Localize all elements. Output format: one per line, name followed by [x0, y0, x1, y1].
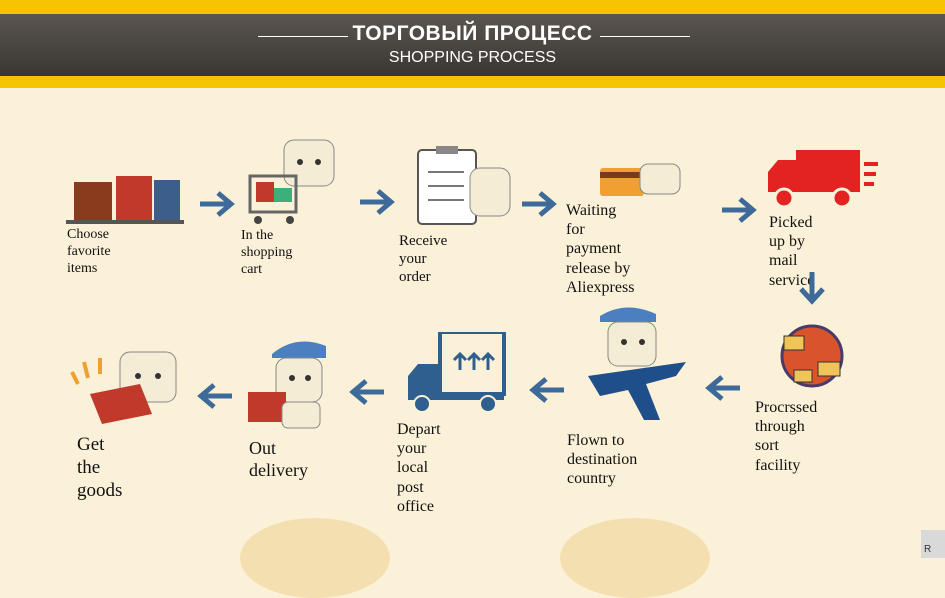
step-label: In the shopping cart	[241, 228, 293, 277]
step-label: Choose favorite items	[67, 227, 111, 276]
arrow-right-icon	[522, 191, 557, 217]
step-label: Waiting for payment release by Aliexpres…	[566, 202, 635, 296]
payment-card-icon	[600, 163, 681, 196]
box-truck-icon	[408, 332, 506, 413]
banner	[0, 14, 945, 76]
step-label: Receive your order	[399, 233, 448, 285]
title-rule-left	[258, 36, 348, 37]
decorative-circle	[560, 518, 710, 598]
delivery-truck-icon	[768, 150, 878, 209]
airplane-icon	[588, 307, 686, 420]
decorative-circle	[240, 518, 390, 598]
arrow-down-icon	[799, 272, 825, 305]
arrow-left-icon	[349, 379, 384, 405]
gift-box-icon	[70, 351, 177, 424]
step-label: Procrssed through sort facility	[755, 399, 818, 474]
arrow-left-icon	[197, 383, 232, 409]
step-label: Out delivery	[249, 438, 308, 480]
clipboard-icon	[417, 146, 511, 225]
page-title: ТОРГОВЫЙ ПРОЦЕСС	[352, 22, 593, 45]
title-rule-right	[600, 36, 690, 37]
courier-icon	[248, 341, 326, 429]
arrow-left-icon	[529, 377, 564, 403]
arrow-right-icon	[722, 197, 757, 223]
shopping-cart-icon	[248, 139, 335, 224]
page-subtitle: SHOPPING PROCESS	[388, 49, 557, 66]
shopping-bags-icon	[66, 176, 184, 224]
corner-widget[interactable]: R	[921, 530, 945, 558]
globe-envelopes-icon	[780, 324, 844, 388]
arrow-right-icon	[360, 189, 395, 215]
step-label: Depart your local post office	[397, 421, 441, 515]
step-label: Get the goods	[77, 434, 123, 501]
arrow-right-icon	[200, 191, 235, 217]
arrow-left-icon	[705, 375, 740, 401]
step-label: Flown to destination country	[567, 432, 638, 488]
step-label: Picked up by mail service	[769, 214, 815, 289]
